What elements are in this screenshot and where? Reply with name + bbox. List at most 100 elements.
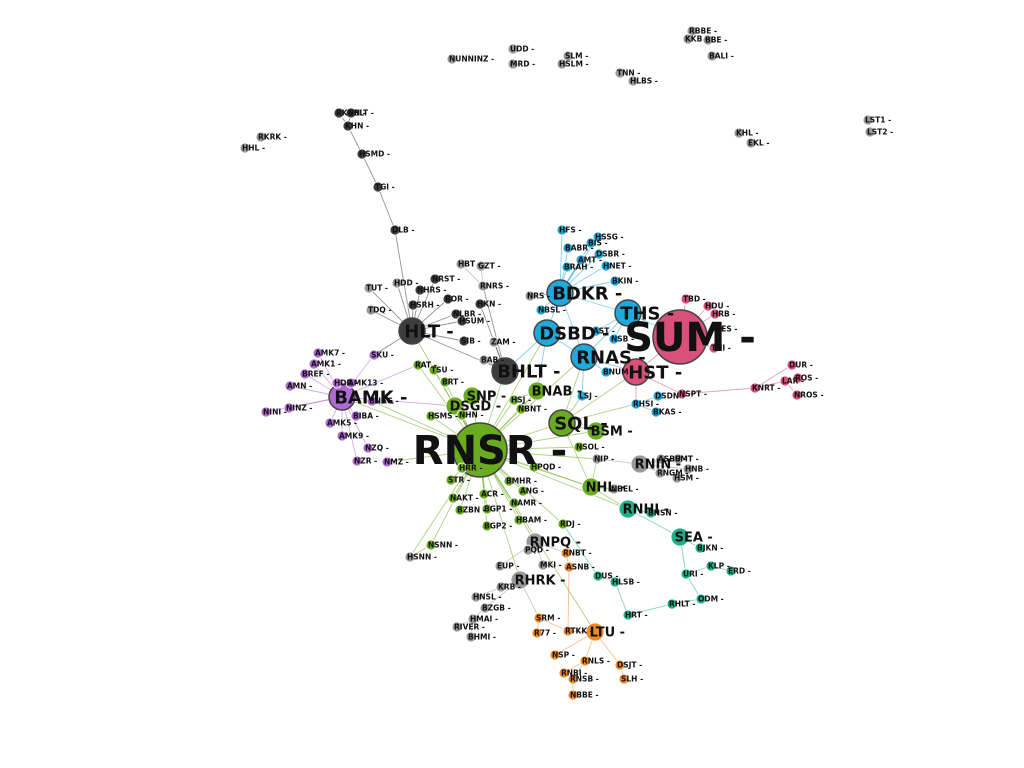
node-nmz[interactable] xyxy=(381,456,393,468)
node-bali[interactable] xyxy=(706,50,718,62)
node-bjkn[interactable] xyxy=(694,542,706,554)
node-asbu[interactable] xyxy=(655,453,667,465)
node-amk9[interactable] xyxy=(336,430,348,442)
node-lsj[interactable] xyxy=(576,390,588,402)
node-ang[interactable] xyxy=(517,485,529,497)
node-str[interactable] xyxy=(445,474,457,486)
node-dsdn[interactable] xyxy=(652,390,664,402)
node-hsum[interactable] xyxy=(456,315,468,327)
node-bgp1[interactable] xyxy=(481,503,493,515)
node-dlb[interactable] xyxy=(389,224,401,236)
node-hfs[interactable] xyxy=(556,224,568,236)
node-rnrs[interactable] xyxy=(477,280,489,292)
node-river[interactable] xyxy=(451,621,463,633)
node-rkrk[interactable] xyxy=(255,131,267,143)
node-rnsr[interactable] xyxy=(452,422,508,478)
node-rnsb[interactable] xyxy=(567,673,579,685)
node-amt[interactable] xyxy=(575,254,587,266)
node-nsnn[interactable] xyxy=(425,539,437,551)
node-smt[interactable] xyxy=(672,453,684,465)
node-odm[interactable] xyxy=(695,593,707,605)
node-mrd[interactable] xyxy=(507,58,519,70)
node-sea[interactable] xyxy=(670,527,690,547)
node-hsnn[interactable] xyxy=(404,551,416,563)
node-hbam[interactable] xyxy=(513,514,525,526)
node-rdj[interactable] xyxy=(557,518,569,530)
node-uri[interactable] xyxy=(680,568,692,580)
node-rnin[interactable] xyxy=(630,454,650,474)
node-nakt[interactable] xyxy=(447,492,459,504)
node-tdq[interactable] xyxy=(365,304,377,316)
node-bhmi[interactable] xyxy=(465,631,477,643)
node-hsms[interactable] xyxy=(425,410,437,422)
node-tsu[interactable] xyxy=(428,364,440,376)
node-hpqd[interactable] xyxy=(528,461,540,473)
node-rhrk[interactable] xyxy=(510,570,530,590)
node-hmai[interactable] xyxy=(467,613,479,625)
node-nrs[interactable] xyxy=(524,290,536,302)
node-sql[interactable] xyxy=(548,409,576,437)
node-bbe[interactable] xyxy=(702,34,714,46)
node-nhl[interactable] xyxy=(581,477,601,497)
node-nbel[interactable] xyxy=(608,483,620,495)
node-hbt[interactable] xyxy=(455,258,467,270)
node-khl[interactable] xyxy=(733,127,745,139)
node-snp[interactable] xyxy=(462,386,482,406)
node-bnag[interactable] xyxy=(366,395,378,407)
node-biba[interactable] xyxy=(350,410,362,422)
node-hsj[interactable] xyxy=(508,394,520,406)
node-dsjt[interactable] xyxy=(614,659,626,671)
node-namr[interactable] xyxy=(508,497,520,509)
node-hnet[interactable] xyxy=(600,260,612,272)
node-nrst[interactable] xyxy=(429,273,441,285)
node-ros[interactable] xyxy=(792,372,804,384)
node-tbd[interactable] xyxy=(680,293,692,305)
node-bmhr[interactable] xyxy=(503,475,515,487)
node-nip[interactable] xyxy=(591,453,603,465)
node-bsm[interactable] xyxy=(586,421,606,441)
node-lst2[interactable] xyxy=(864,126,876,138)
node-hdd[interactable] xyxy=(391,277,403,289)
node-ekl[interactable] xyxy=(745,137,757,149)
node-hrb[interactable] xyxy=(709,308,721,320)
node-ast[interactable] xyxy=(590,325,602,337)
node-bzgb[interactable] xyxy=(479,602,491,614)
node-hslm[interactable] xyxy=(556,58,568,70)
node-nsp[interactable] xyxy=(549,649,561,661)
node-hlt[interactable] xyxy=(398,317,426,345)
node-rhsi[interactable] xyxy=(630,398,642,410)
node-rnas[interactable] xyxy=(570,343,598,371)
node-hlbs[interactable] xyxy=(627,75,639,87)
node-bnab[interactable] xyxy=(527,381,547,401)
node-nhrs[interactable] xyxy=(414,284,426,296)
node-ltu[interactable] xyxy=(585,622,605,642)
node-hsrh[interactable] xyxy=(407,299,419,311)
node-asnb[interactable] xyxy=(563,561,575,573)
node-hlsb[interactable] xyxy=(609,576,621,588)
node-tni[interactable] xyxy=(708,342,720,354)
node-amk7[interactable] xyxy=(312,347,324,359)
node-bhlt[interactable] xyxy=(491,357,519,385)
node-amk1[interactable] xyxy=(308,358,320,370)
node-brah[interactable] xyxy=(561,261,573,273)
node-nzq[interactable] xyxy=(362,442,374,454)
node-rnls[interactable] xyxy=(579,655,591,667)
node-hnb[interactable] xyxy=(682,463,694,475)
node-dsbd[interactable] xyxy=(533,319,561,347)
node-bkin[interactable] xyxy=(609,275,621,287)
node-bor[interactable] xyxy=(442,293,454,305)
node-eup[interactable] xyxy=(494,560,506,572)
node-babr[interactable] xyxy=(562,242,574,254)
node-nspt[interactable] xyxy=(676,388,688,400)
node-lar[interactable] xyxy=(779,375,791,387)
node-nini[interactable] xyxy=(260,406,272,418)
node-knrt[interactable] xyxy=(749,382,761,394)
node-hssg[interactable] xyxy=(592,231,604,243)
node-amk13[interactable] xyxy=(345,377,357,389)
node-ninz2[interactable] xyxy=(283,402,295,414)
node-sum[interactable] xyxy=(652,309,708,365)
node-nros[interactable] xyxy=(791,389,803,401)
node-hdr[interactable] xyxy=(331,377,343,389)
node-rtkk[interactable] xyxy=(562,625,574,637)
node-slm[interactable] xyxy=(562,50,574,62)
